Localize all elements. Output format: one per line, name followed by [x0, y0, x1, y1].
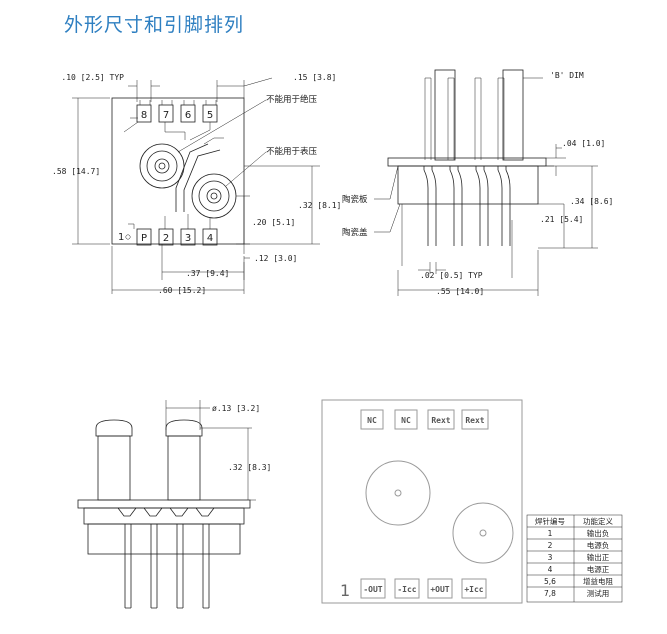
- pin-table-header: 焊针编号: [535, 516, 565, 526]
- dim-port-x: .37 [9.4]: [186, 269, 229, 278]
- dim-lead-width: .02 [0.5] TYP: [420, 271, 483, 280]
- label-ceramic-plate: 陶瓷板: [342, 194, 368, 205]
- chip-pad-label: +OUT: [430, 585, 449, 594]
- pin1-label: 1: [118, 232, 124, 243]
- front-port-tube: [97, 435, 131, 501]
- pin-table-cell: 电源正: [587, 564, 610, 574]
- label-ceramic-cover: 陶瓷盖: [342, 227, 368, 238]
- chip-port-circle: [365, 460, 431, 526]
- side-port-tube: [502, 69, 524, 161]
- pin-table-cell: 电源负: [587, 540, 610, 550]
- dim-pad-pitch: .10 [2.5] TYP: [61, 73, 124, 82]
- front-view: ø.13 [3.2] .32 [8.3]: [77, 400, 271, 609]
- chip-pad-label: Rext: [431, 416, 450, 425]
- chip-pad-label: +Icc: [464, 585, 483, 594]
- bottom-pads: P 2 3 4: [128, 214, 218, 246]
- top-pin-label: 5: [207, 110, 213, 121]
- dim-port-offset: .20 [5.1]: [252, 218, 295, 227]
- chip-pad-label: NC: [401, 416, 411, 425]
- top-pads: 8 7 6 5: [136, 100, 218, 123]
- pin-table-cell: 输出负: [587, 528, 610, 538]
- pin-table-cell: 增益电阻: [583, 576, 613, 586]
- front-cover: [83, 507, 245, 525]
- pin-table-cell: 3: [548, 553, 553, 562]
- chip-top-pads: NC NC Rext Rext: [360, 409, 489, 430]
- pin-table-cell: 测试用: [587, 588, 610, 598]
- dim-right-margin: .15 [3.8]: [293, 73, 336, 82]
- side-view: 'B' DIM .04 [1.0] .34 [8.6] .21 [5.4] .0…: [342, 69, 613, 296]
- dim-width: .55 [14.0]: [436, 287, 484, 296]
- dim-width: .60 [15.2]: [158, 286, 206, 295]
- chip-pin1-label: 1: [340, 581, 350, 600]
- port-outer-circle: [139, 143, 185, 189]
- ceramic-plate: [387, 157, 547, 167]
- top-view-body: [111, 97, 245, 245]
- chip-body: [321, 399, 523, 604]
- dim-port-diameter: ø.13 [3.2]: [212, 404, 260, 413]
- chip-pad-label: NC: [367, 416, 377, 425]
- dim-lead-length: .21 [5.4]: [540, 215, 583, 224]
- page-title: 外形尺寸和引脚排列: [64, 14, 245, 36]
- pin-table-cell: 4: [548, 565, 553, 574]
- dim-plate-thick: .04 [1.0]: [562, 139, 605, 148]
- top-pin-label: 7: [163, 110, 169, 121]
- pin1-marker-icon: [125, 234, 131, 240]
- bottom-pin-label: 2: [163, 233, 169, 244]
- bottom-pin-label: 4: [207, 233, 213, 244]
- dim-b: 'B' DIM: [550, 71, 584, 80]
- chip-port-circle: [452, 502, 514, 564]
- pin-table-cell: 2: [548, 541, 553, 550]
- dim-port-height: .32 [8.3]: [228, 463, 271, 472]
- bottom-pin-label: 3: [185, 233, 191, 244]
- chip-view: NC NC Rext Rext -OUT -Icc +OUT +Icc 1: [321, 399, 523, 604]
- top-pin-label: 6: [185, 110, 191, 121]
- dim-height: .58 [14.7]: [52, 167, 100, 176]
- pin-table-cell: 输出正: [587, 552, 610, 562]
- chip-pad-label: Rext: [465, 416, 484, 425]
- chip-pad-label: -OUT: [363, 585, 382, 594]
- chip-pad-label: -Icc: [397, 585, 416, 594]
- dim-total-height: .34 [8.6]: [570, 197, 613, 206]
- top-view: 8 7 6 5 P 2 3 4: [52, 73, 341, 295]
- callout-not-gauge: 不能用于表压: [266, 146, 318, 157]
- pin-table: 焊针编号 功能定义 1 输出负 2 电源负 3 输出正 4 电源正 5,6 增益…: [526, 514, 623, 603]
- dim-pad-bottom: .12 [3.0]: [254, 254, 297, 263]
- top-pin-label: 8: [141, 110, 147, 121]
- pin-table-cell: 5,6: [544, 577, 556, 586]
- front-port-tube: [167, 435, 201, 501]
- front-plate: [77, 499, 251, 509]
- callout-not-absolute: 不能用于绝压: [266, 94, 318, 105]
- chip-bottom-pads: -OUT -Icc +OUT +Icc: [360, 578, 487, 599]
- side-port-tube: [434, 69, 456, 161]
- ceramic-cover: [397, 165, 539, 205]
- pin-table-cell: 7,8: [544, 589, 556, 598]
- pin-table-cell: 1: [548, 529, 553, 538]
- bottom-pin-label: P: [141, 233, 147, 244]
- pin-table-header: 功能定义: [583, 516, 613, 526]
- dim-port-span: .32 [8.1]: [298, 201, 341, 210]
